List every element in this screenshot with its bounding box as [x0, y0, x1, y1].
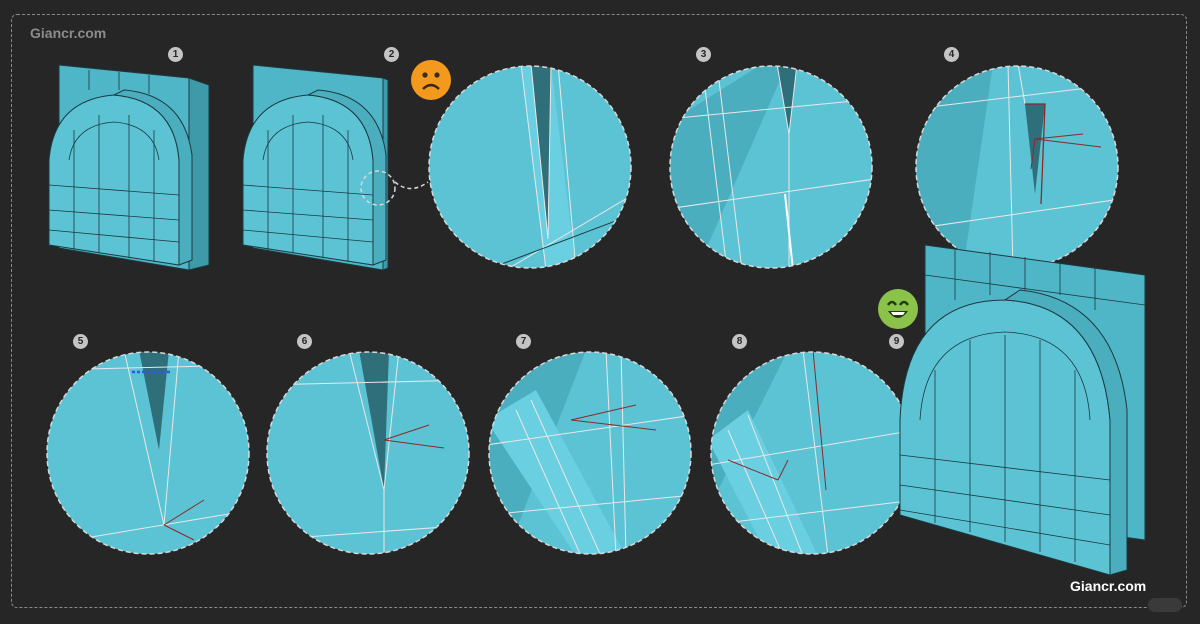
zoom-detail-6 [266, 351, 470, 555]
happy-face-icon [878, 289, 918, 329]
mesh-model-1 [48, 64, 210, 271]
sad-face-icon [411, 60, 451, 100]
step-number-5: 5 [73, 334, 88, 349]
step-number-6: 6 [297, 334, 312, 349]
zoom-detail-3 [669, 65, 873, 269]
zoom-detail-5 [46, 351, 250, 555]
mesh-model-9 [899, 244, 1146, 576]
step-number-3: 3 [696, 47, 711, 62]
zoom-detail-7 [488, 351, 692, 555]
mesh-model-2 [242, 64, 396, 271]
step-number-1: 1 [168, 47, 183, 62]
zoom-detail-4 [915, 65, 1119, 269]
step-number-7: 7 [516, 334, 531, 349]
corner-badge [1148, 598, 1182, 612]
step-number-4: 4 [944, 47, 959, 62]
step-number-9: 9 [889, 334, 904, 349]
watermark-bottom: Giancr.com [1070, 578, 1147, 594]
zoom-detail-2 [428, 65, 632, 269]
dashed-frame [11, 14, 1187, 608]
zoom-detail-8 [710, 351, 914, 555]
zoom-connector [394, 181, 429, 190]
step-number-2: 2 [384, 47, 399, 62]
step-number-8: 8 [732, 334, 747, 349]
watermark-top: Giancr.com [30, 25, 107, 41]
